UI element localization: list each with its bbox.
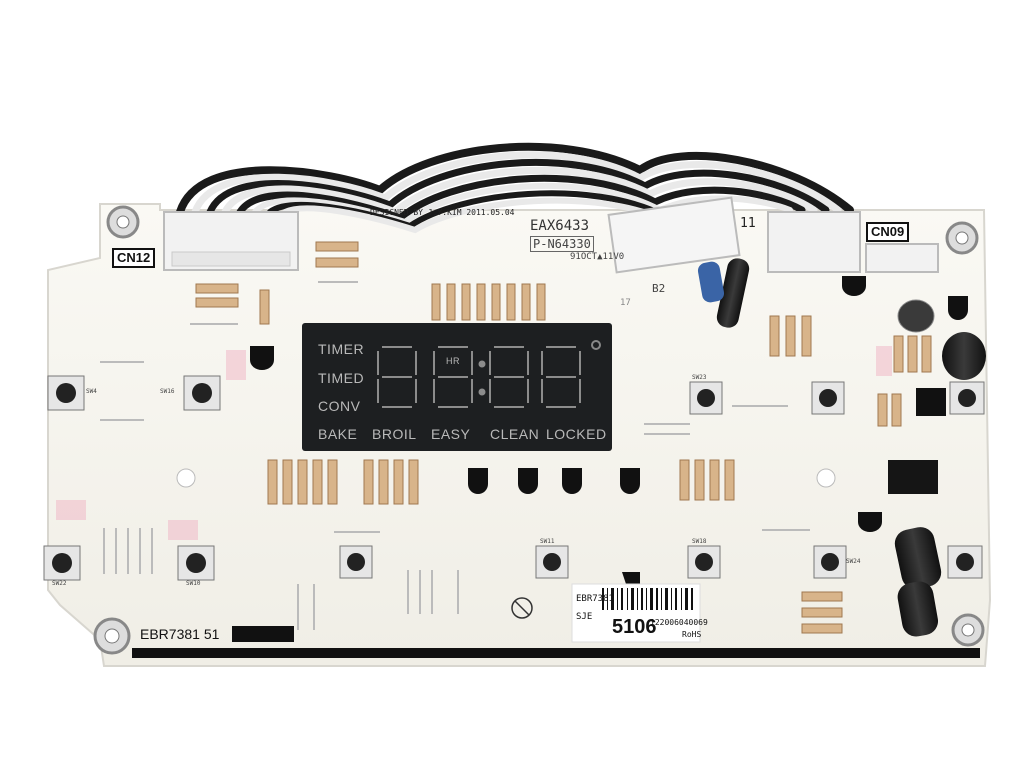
switch-label-sw18: SW18 (692, 538, 707, 545)
switch-label-sw16: SW16 (160, 388, 175, 395)
board-part-code: EBR7381 51 (140, 626, 220, 642)
jumper-wires (100, 281, 810, 630)
tactile-switches (43, 375, 985, 581)
seven-segment-digits (377, 346, 581, 408)
ic-chips (888, 388, 946, 494)
grid-number: 17 (620, 298, 631, 308)
sticker-line1: EBR7381 (576, 594, 614, 604)
display-label-locked: LOCKED (546, 426, 607, 442)
silkscreen-pads (56, 346, 892, 540)
sticker-serial: 122006040069 (650, 618, 708, 627)
electrolytic-capacitors (697, 258, 986, 637)
designer-credit: DESIGNED BY J.Y.KIM 2011.05.04 (370, 208, 515, 217)
label-sticker (571, 583, 701, 643)
display-label-broil: BROIL (372, 426, 417, 442)
display-label-conv: CONV (318, 398, 361, 414)
switch-label-sw24: SW24 (846, 558, 861, 565)
connector-label-cn09: CN09 (866, 222, 910, 242)
pb-free-logo (511, 597, 533, 619)
part-number-secondary: P-N64330 (530, 236, 594, 252)
sticker-rohs: RoHS (682, 630, 702, 639)
wire-harness (176, 142, 854, 234)
transistors (250, 276, 968, 532)
led-display-module (302, 323, 612, 451)
display-label-hr: HR (446, 356, 460, 366)
display-label-bake: BAKE (318, 426, 358, 442)
display-label-timer: TIMER (318, 341, 365, 357)
connectors (163, 196, 939, 274)
switch-label-sw22: SW22 (52, 580, 67, 587)
connector-label-11: 11 (740, 216, 756, 231)
barcode (602, 588, 693, 610)
display-label-clean: CLEAN (490, 426, 540, 442)
switch-label-sw23: SW23 (692, 374, 707, 381)
resistor-arrays (195, 241, 932, 634)
date-code: 91OCT▲11V0 (570, 252, 625, 262)
sticker-line2: SJE (576, 612, 593, 622)
connector-label-cn12: CN12 (112, 248, 156, 268)
display-label-timed: TIMED (318, 370, 365, 386)
display-label-easy: EASY (431, 426, 471, 442)
mounting-holes (93, 205, 985, 655)
part-number-top: EAX6433 (530, 218, 590, 234)
switch-label-sw11: SW11 (540, 538, 555, 545)
b2-label: B2 (652, 282, 666, 295)
sticker-big-number: 5106 (612, 616, 657, 638)
switch-label-sw4: SW4 (86, 388, 97, 395)
switch-label-sw10: SW10 (186, 580, 201, 587)
bottom-stripe (132, 648, 980, 658)
